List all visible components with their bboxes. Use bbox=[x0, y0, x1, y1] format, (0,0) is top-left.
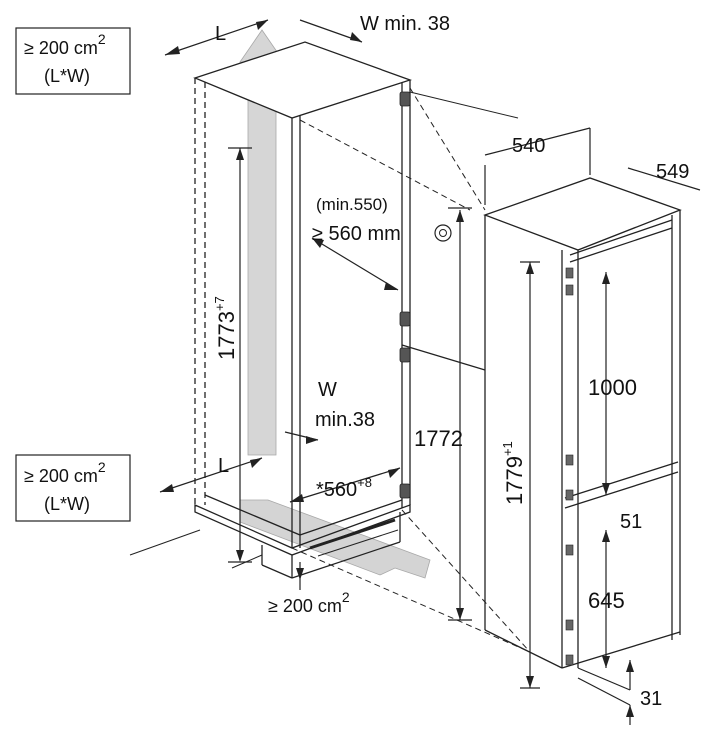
vent-bottom-formula-label: (L*W) bbox=[44, 494, 90, 514]
fridge-depth-label: 549 bbox=[656, 161, 689, 183]
projection-lines bbox=[291, 87, 531, 653]
width-bottom-letter-label: W bbox=[318, 379, 337, 401]
vent-top-area-label: ≥ 200 cm2 bbox=[24, 31, 106, 58]
door-lower-label: 645 bbox=[588, 588, 625, 613]
hinge-icon bbox=[399, 91, 411, 499]
cabinet-height-label: 1772 bbox=[414, 426, 463, 451]
fridge-height-label: 1779+1 bbox=[500, 441, 527, 505]
niche-height-label: 1773+7 bbox=[212, 296, 239, 360]
vent-top-box bbox=[15, 27, 131, 95]
arrowheads bbox=[160, 20, 634, 717]
fridge-width-label: 540 bbox=[512, 135, 545, 157]
depth-min-old-label: (min.550) bbox=[316, 195, 388, 214]
fridge-hinge-icon bbox=[565, 267, 574, 666]
vent-floor-area-label: ≥ 200 cm2 bbox=[268, 589, 350, 616]
info-circle-icon bbox=[434, 224, 452, 242]
niche-width-label: *560+8 bbox=[316, 475, 372, 501]
dimension-lines bbox=[159, 19, 701, 725]
vent-bottom-box bbox=[15, 454, 131, 522]
depth-min-label: ≥ 560 mm bbox=[312, 223, 401, 245]
width-bottom-min-label: min.38 bbox=[315, 409, 375, 431]
length-bottom-label: L bbox=[218, 455, 229, 477]
svg-text:1779+1: 1779+1 bbox=[500, 441, 527, 505]
door-gap-label: 51 bbox=[620, 511, 642, 533]
width-min-top-label: W min. 38 bbox=[360, 13, 450, 35]
length-top-label: L bbox=[215, 23, 226, 45]
cabinet-niche bbox=[193, 41, 413, 579]
svg-text:1773+7: 1773+7 bbox=[212, 296, 239, 360]
fridge-appliance bbox=[483, 177, 682, 669]
vent-top-formula-label: (L*W) bbox=[44, 66, 90, 86]
door-bottom-label: 31 bbox=[640, 688, 662, 710]
vent-bottom-area-label: ≥ 200 cm2 bbox=[24, 459, 106, 486]
door-upper-label: 1000 bbox=[588, 375, 637, 400]
